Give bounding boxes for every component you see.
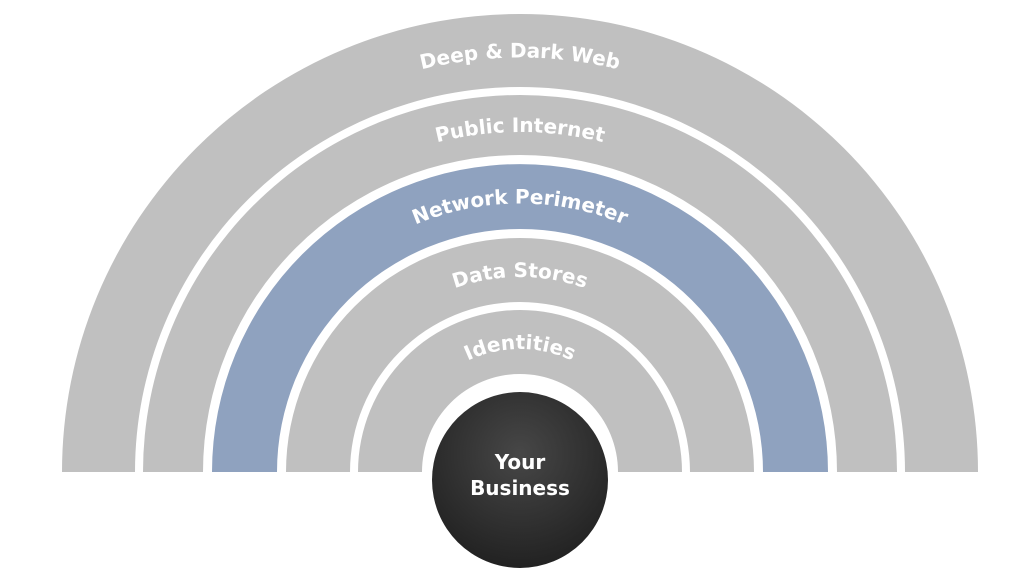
- layer-band-deep-dark-web: [62, 14, 978, 472]
- layer-band-data-stores: [286, 238, 754, 472]
- center-label-line1: Your: [494, 450, 546, 474]
- layer-band-network-perimeter: [212, 164, 828, 472]
- layer-band-public-internet: [143, 95, 897, 472]
- center-label-line2: Business: [470, 476, 570, 500]
- layer-band-identities: [358, 310, 682, 472]
- center-business-circle: Your Business: [427, 387, 613, 573]
